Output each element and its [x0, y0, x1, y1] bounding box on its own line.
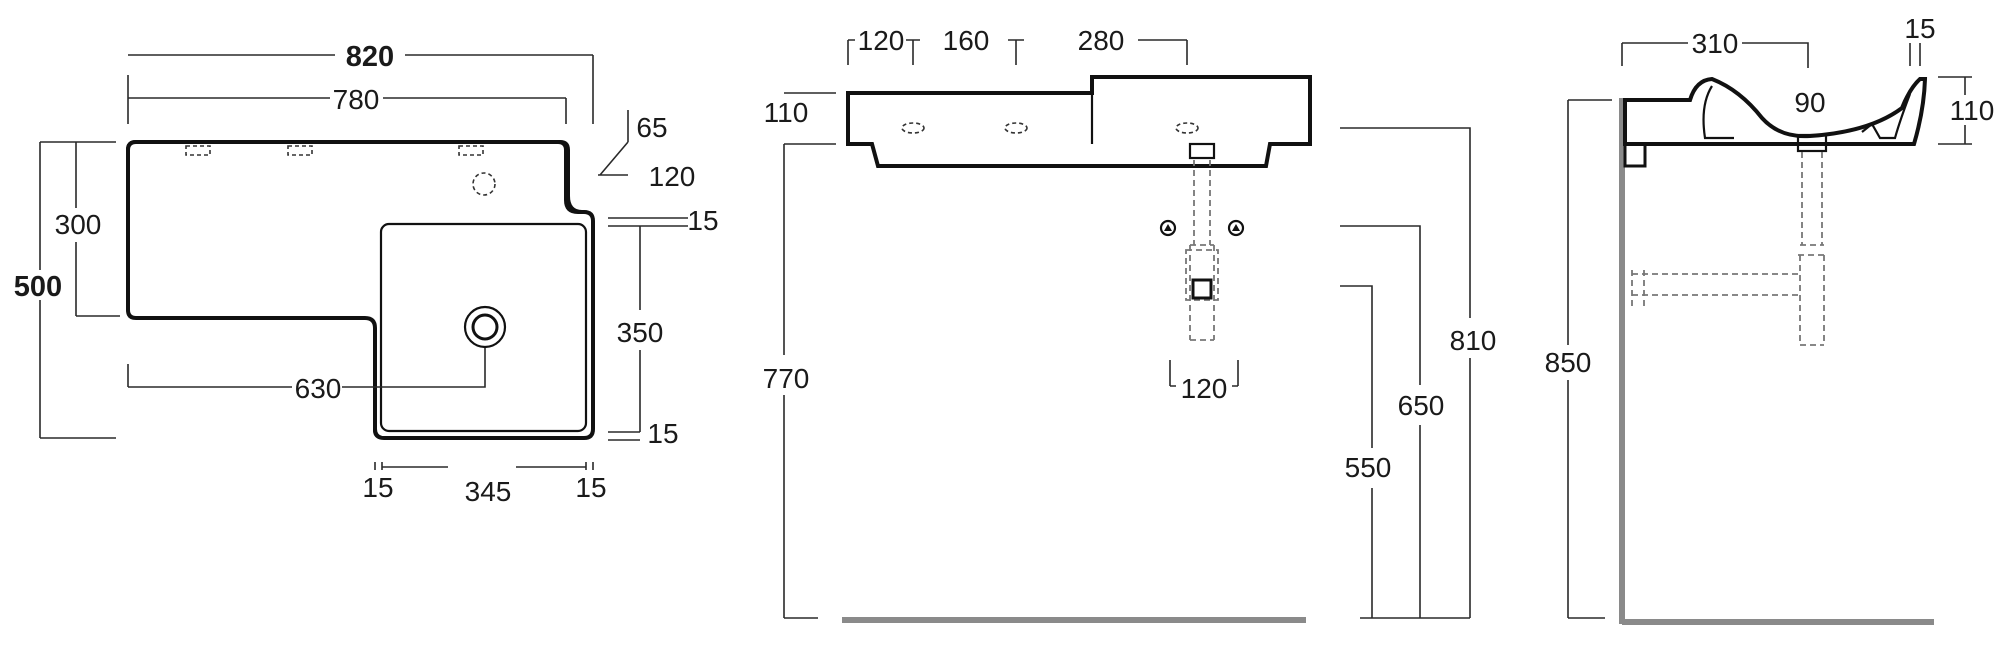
valve-right-mark: [1232, 224, 1240, 231]
trap-body: [1185, 249, 1219, 301]
tap-hole-icon: [1004, 122, 1028, 134]
fixing-slot-icon: [458, 145, 484, 156]
dim-310: 310: [1692, 28, 1739, 59]
drain-outer-icon: [463, 305, 507, 349]
basin-front-outline: [846, 75, 1312, 168]
valve-left-mark: [1164, 224, 1172, 231]
dim-300: 300: [55, 209, 102, 240]
dim-770: 770: [763, 363, 810, 394]
dim-15-bottom: 15: [647, 418, 678, 449]
dim-line-780: [128, 97, 567, 124]
dim-500: 500: [14, 271, 62, 303]
dim-line-110-front: [784, 92, 836, 145]
basin-top-shape: [126, 140, 595, 440]
valve-right-icon: [1227, 219, 1245, 237]
dim-280-tap: 280: [1078, 25, 1125, 56]
valve-left-icon: [1159, 219, 1177, 237]
dim-15-right: 15: [575, 472, 606, 503]
dim-110-front: 110: [764, 97, 809, 128]
top-view: 820 780 500 300 65 120 15 350 15 630 15 …: [14, 41, 719, 507]
dim-line-345: [374, 462, 594, 470]
dim-line-650: [1340, 225, 1421, 618]
fixing-slot-icon: [185, 145, 211, 156]
dim-550: 550: [1345, 452, 1392, 483]
dim-15-side: 15: [1904, 13, 1935, 44]
bowl-inner: [379, 222, 588, 433]
bowl-interior: [1702, 85, 1734, 140]
dim-line-810: [1340, 127, 1471, 619]
dim-line-300: [75, 142, 120, 317]
dim-line-120-trap: [1169, 360, 1239, 387]
dim-110-side: 110: [1950, 95, 1995, 126]
dim-line-15-bottom: [608, 431, 640, 441]
dim-120-step: 120: [649, 161, 696, 192]
waste-outlet: [1188, 142, 1216, 160]
trap-center-icon: [1191, 278, 1213, 300]
dim-15-top: 15: [687, 205, 718, 236]
dim-line-850: [1567, 99, 1612, 619]
dim-line-770: [783, 144, 818, 619]
dim-line-taps: [847, 39, 1188, 65]
dim-line-500: [39, 141, 116, 439]
bowl-interior-right: [1861, 93, 1912, 140]
dim-90: 90: [1794, 87, 1825, 118]
dim-line-15-top: [608, 217, 688, 227]
dim-350: 350: [617, 317, 664, 348]
dim-810: 810: [1450, 325, 1497, 356]
tap-hole-icon: [901, 122, 925, 134]
side-view: 310 15 90 110 850: [1545, 13, 1995, 625]
front-view: 120 120 160 280 110 770 810 650 550: [763, 25, 1497, 623]
drain-inner-icon: [471, 313, 499, 341]
dim-line-550: [1340, 285, 1373, 618]
dim-345: 345: [465, 476, 512, 507]
dim-650: 650: [1398, 390, 1445, 421]
dim-780: 780: [333, 84, 380, 115]
dim-line-820: [127, 54, 594, 124]
dim-630: 630: [295, 373, 342, 404]
dim-820: 820: [346, 41, 394, 73]
side-wall-pipe: [1631, 270, 1798, 310]
dim-850: 850: [1545, 347, 1592, 378]
dim-15-left: 15: [362, 472, 393, 503]
dim-line-310: [1621, 42, 1809, 68]
dim-line-110-side: [1938, 76, 1972, 145]
fixing-slot-icon: [287, 145, 313, 156]
side-waste-outlet: [1796, 133, 1828, 153]
dim-65: 65: [636, 112, 667, 143]
dim-line-630: [127, 348, 486, 388]
dim-line-15-side: [1909, 43, 1921, 66]
basin-side-profile: [1623, 76, 1928, 146]
side-waste-pipe: [1798, 152, 1826, 346]
dim-120-trap: 120: [1181, 373, 1228, 404]
tap-hole-icon: [472, 172, 496, 196]
dim-line-65: [598, 110, 629, 176]
waste-pipe: [1189, 160, 1215, 341]
tap-hole-icon: [1175, 122, 1199, 134]
dim-160-tap: 160: [943, 25, 990, 56]
dim-120-tap: 120: [858, 25, 905, 56]
